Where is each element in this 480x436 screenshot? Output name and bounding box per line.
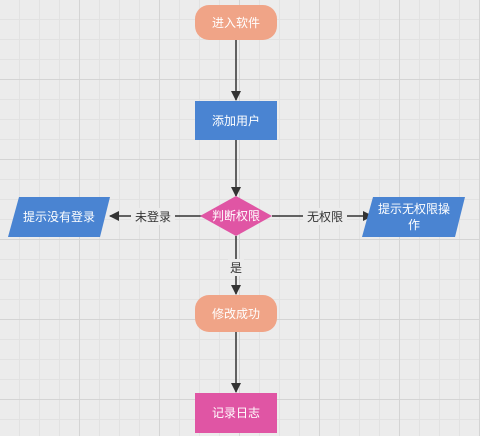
node-log-record-label: 记录日志	[212, 406, 260, 420]
node-modify-success-label: 修改成功	[212, 306, 260, 321]
node-log-record[interactable]: 记录日志	[195, 393, 277, 433]
node-start-label: 进入软件	[212, 16, 260, 30]
node-check-permission[interactable]: 判断权限	[200, 196, 272, 236]
node-add-user-label: 添加用户	[212, 113, 260, 128]
edge-label-yes: 是	[228, 259, 244, 276]
node-no-permission-prompt-label-line2: 作	[408, 218, 420, 232]
node-not-logged-in-prompt[interactable]: 提示没有登录	[8, 197, 110, 237]
node-no-permission-prompt[interactable]: 提示无权限操 作	[362, 197, 465, 237]
edge-label-yes-text: 是	[230, 261, 242, 275]
node-no-permission-prompt-label-line1: 提示无权限操	[378, 201, 450, 216]
edge-label-no-permission-text: 无权限	[307, 210, 343, 224]
node-check-permission-label: 判断权限	[212, 208, 260, 223]
node-modify-success[interactable]: 修改成功	[195, 295, 277, 332]
edge-label-no-permission: 无权限	[303, 208, 347, 225]
node-add-user[interactable]: 添加用户	[195, 101, 277, 140]
node-start[interactable]: 进入软件	[195, 5, 277, 40]
node-not-logged-in-prompt-label: 提示没有登录	[23, 209, 95, 224]
edge-label-not-logged-in: 未登录	[131, 208, 175, 225]
edge-label-not-logged-in-text: 未登录	[135, 209, 171, 224]
